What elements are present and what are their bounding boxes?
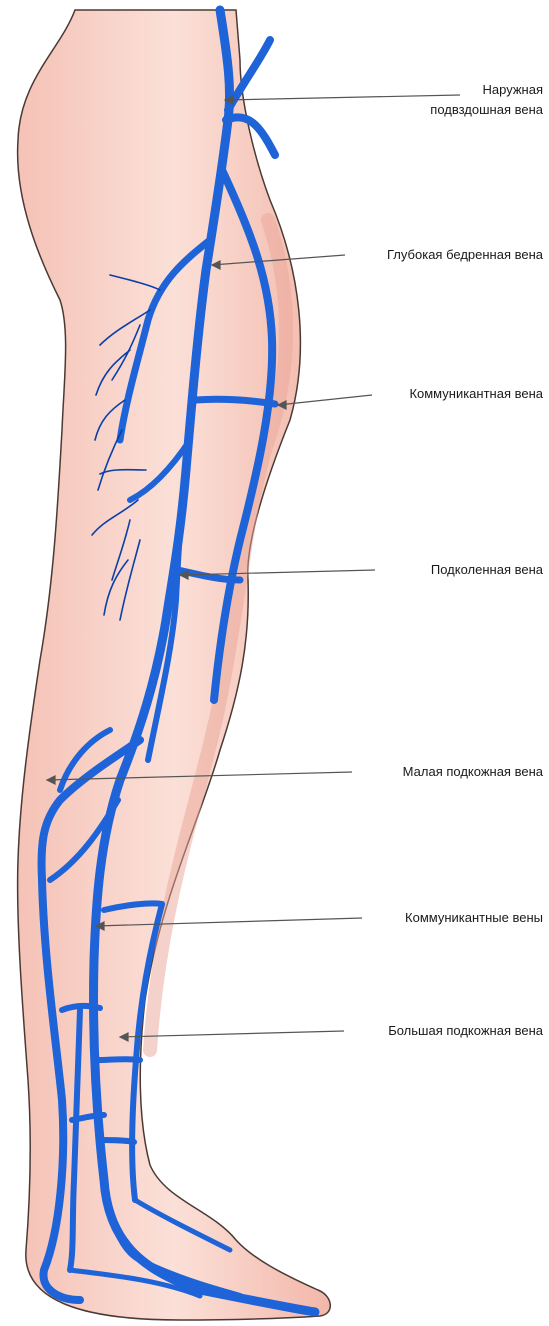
label-external-iliac-line1: Наружная xyxy=(430,80,543,100)
calf-communicating-5 xyxy=(100,1140,134,1142)
label-great-saphenous-vein: Большая подкожная вена xyxy=(388,1021,543,1041)
leader-external-iliac xyxy=(225,95,460,100)
label-communicating-veins: Коммуникантные вены xyxy=(405,908,543,928)
label-popliteal-vein: Подколенная вена xyxy=(431,560,543,580)
label-communicating-vein: Коммуникантная вена xyxy=(409,384,543,404)
label-external-iliac-vein: Наружная подвздошная вена xyxy=(430,80,543,120)
label-external-iliac-line2: подвздошная вена xyxy=(430,100,543,120)
label-small-saphenous-vein: Малая подкожная вена xyxy=(403,762,543,782)
label-deep-femoral-vein: Глубокая бедренная вена xyxy=(387,245,543,265)
